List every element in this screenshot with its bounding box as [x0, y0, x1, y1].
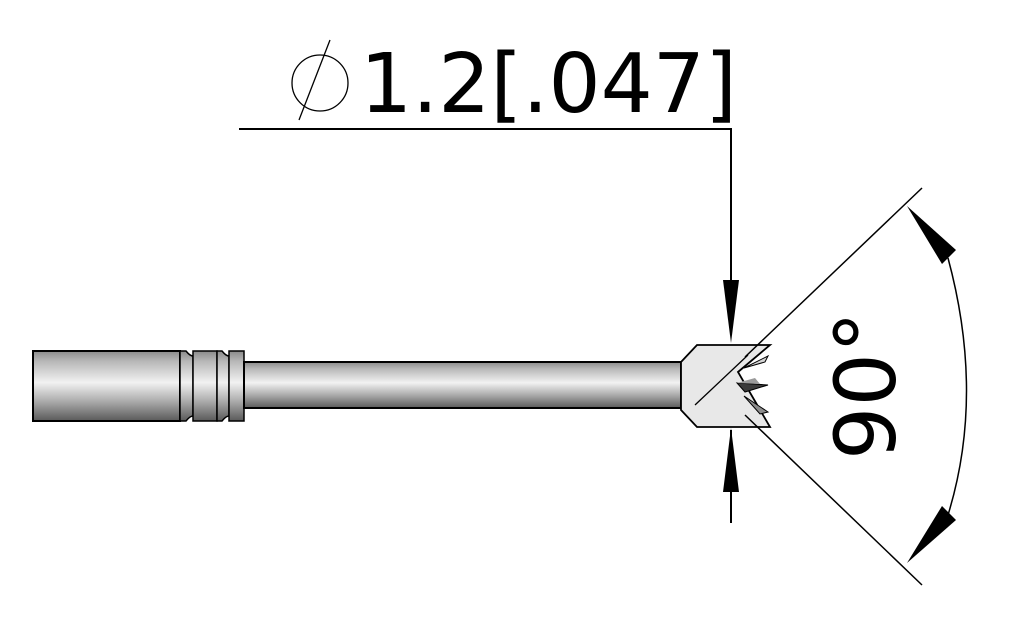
angle-arrowhead-bottom-icon: [907, 506, 956, 563]
angle-label: 90°: [817, 311, 915, 460]
angle-dimension: 90°: [744, 187, 968, 586]
diameter-dimension: 1.2[.047]: [239, 37, 739, 523]
probe-barrel: [32, 350, 181, 422]
arrowhead-down-icon: [723, 280, 739, 343]
diameter-symbol-icon: [291, 39, 349, 121]
angle-arrowhead-top-icon: [907, 206, 956, 264]
probe-crown-tip: [680, 344, 773, 428]
diameter-label: 1.2[.047]: [360, 37, 737, 132]
probe-shaft: [243, 361, 682, 409]
probe-collar-grooves: [179, 350, 245, 422]
arrowhead-up-icon: [723, 428, 739, 492]
